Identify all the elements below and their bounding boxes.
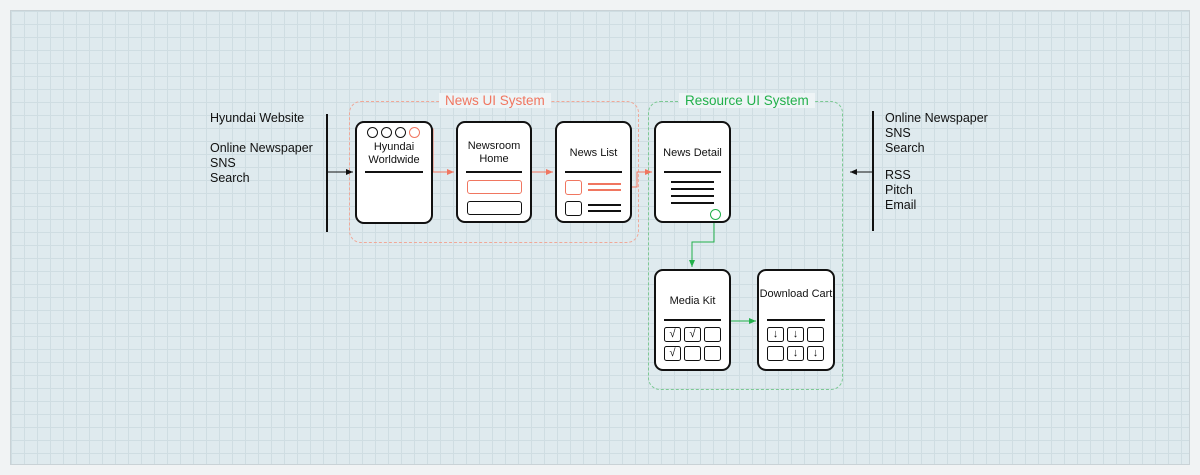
card-title: News Detail [663,147,722,159]
download-arrow-icon: ↓ [787,327,804,342]
text-line [671,188,714,190]
card-title: Hyundai Worldwide [368,141,420,166]
card-title: Download Cart [759,288,833,300]
connector-layer [328,128,872,324]
window-dot-icon [367,127,378,138]
text-line-highlight [588,189,621,191]
title-divider [365,171,423,173]
card-media-kit[interactable]: Media Kit √ √ √ [654,269,731,371]
left-source-bar [326,114,328,232]
empty-cell [807,327,824,342]
source-online-newspaper: Online Newspaper [210,141,313,155]
card-download-cart[interactable]: Download Cart ↓ ↓ ↓ ↓ [757,269,835,371]
check-icon: √ [664,327,681,342]
source-email: Email [885,198,917,212]
card-title: News List [569,147,618,159]
connector-dot-icon [710,209,721,220]
text-line [671,202,714,204]
card-news-detail[interactable]: News Detail [654,121,731,223]
title-divider [466,171,522,173]
text-line [671,181,714,183]
source-sns-right: SNS [885,126,911,140]
window-dot-icon [381,127,392,138]
source-online-newspaper-right: Online Newspaper [885,111,988,125]
content-block-highlight [467,180,522,194]
title-divider [767,319,825,321]
title-divider [565,171,622,173]
title-divider [664,171,721,173]
card-title: Newsroom Home [467,140,521,165]
window-dot-icon [395,127,406,138]
title-divider [664,319,721,321]
source-rss: RSS [885,168,911,182]
arrow-news-detail-to-media-kit [689,221,715,267]
resource-ui-system-title: Resource UI System [679,93,815,108]
empty-cell [684,346,701,361]
news-ui-system-title: News UI System [439,93,551,108]
diagram-canvas: Hyundai Website Online Newspaper SNS Sea… [10,10,1190,465]
text-line [671,195,714,197]
thumbnail-highlight [565,180,582,195]
content-block [467,201,522,215]
download-arrow-icon: ↓ [767,327,784,342]
source-search-right: Search [885,141,925,155]
text-line-highlight [588,183,621,185]
window-dot-highlight-icon [409,127,420,138]
empty-cell [767,346,784,361]
source-pitch: Pitch [885,183,913,197]
text-line [588,204,621,206]
text-line [588,210,621,212]
card-title: Media Kit [669,295,716,307]
source-sns: SNS [210,156,236,170]
check-icon: √ [684,327,701,342]
source-hyundai-website: Hyundai Website [210,111,305,125]
check-icon: √ [664,346,681,361]
download-arrow-icon: ↓ [807,346,824,361]
thumbnail [565,201,582,216]
right-source-bar [872,111,874,231]
card-newsroom-home[interactable]: Newsroom Home [456,121,532,223]
empty-cell [704,327,721,342]
card-news-list[interactable]: News List [555,121,632,223]
empty-cell [704,346,721,361]
card-hyundai-worldwide[interactable]: Hyundai Worldwide [355,121,433,224]
source-search: Search [210,171,250,185]
download-arrow-icon: ↓ [787,346,804,361]
